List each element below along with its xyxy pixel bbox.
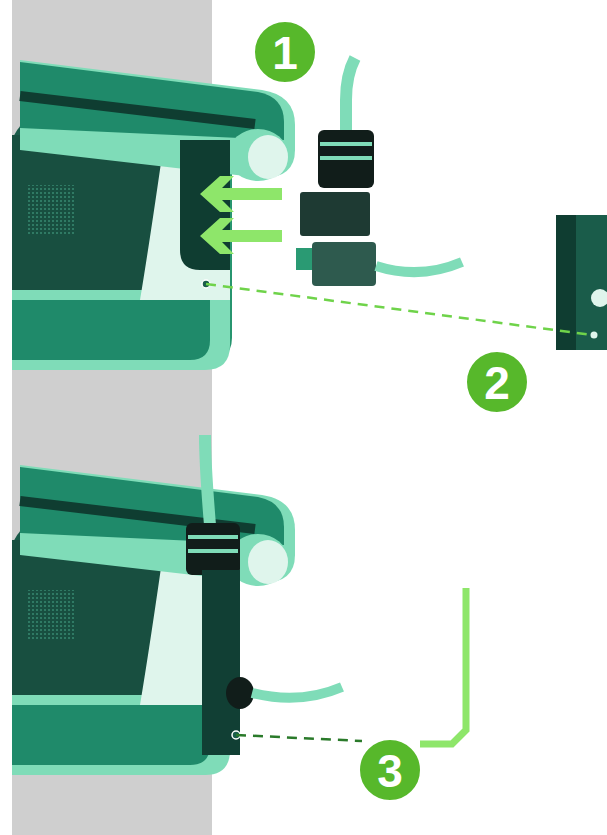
insert-arrows (200, 176, 282, 254)
cover (556, 215, 607, 350)
connector-block (300, 192, 370, 236)
cable (376, 262, 462, 272)
callout-circle (253, 20, 317, 84)
barrel-connector (186, 523, 240, 575)
device (12, 60, 295, 370)
ring (320, 156, 372, 160)
connectors (296, 58, 462, 286)
keyhole (591, 289, 607, 307)
callout-circle (465, 350, 529, 414)
cover-installed (202, 570, 240, 755)
usb-plug (312, 242, 376, 286)
barrel-connector (318, 130, 374, 188)
callout-circle (358, 738, 422, 802)
device-before (12, 60, 295, 370)
ring (320, 142, 372, 146)
callout-number: 2 (465, 351, 529, 415)
device (12, 465, 295, 775)
plug (226, 677, 254, 709)
leader-line (206, 284, 592, 335)
cable (205, 435, 210, 525)
cover-plate (556, 215, 607, 350)
ring (188, 535, 238, 539)
arrow (200, 176, 282, 212)
ring (188, 549, 238, 553)
leader-line (236, 735, 362, 741)
callout-number: 1 (253, 21, 317, 85)
hex-key (420, 588, 466, 744)
cable (346, 58, 355, 132)
callout-number: 3 (358, 739, 422, 803)
screw-hole (591, 332, 598, 339)
usb-tip (296, 248, 314, 270)
cable (252, 687, 342, 698)
cover-side (556, 215, 576, 350)
arrow (200, 218, 282, 254)
device-after (12, 435, 362, 775)
